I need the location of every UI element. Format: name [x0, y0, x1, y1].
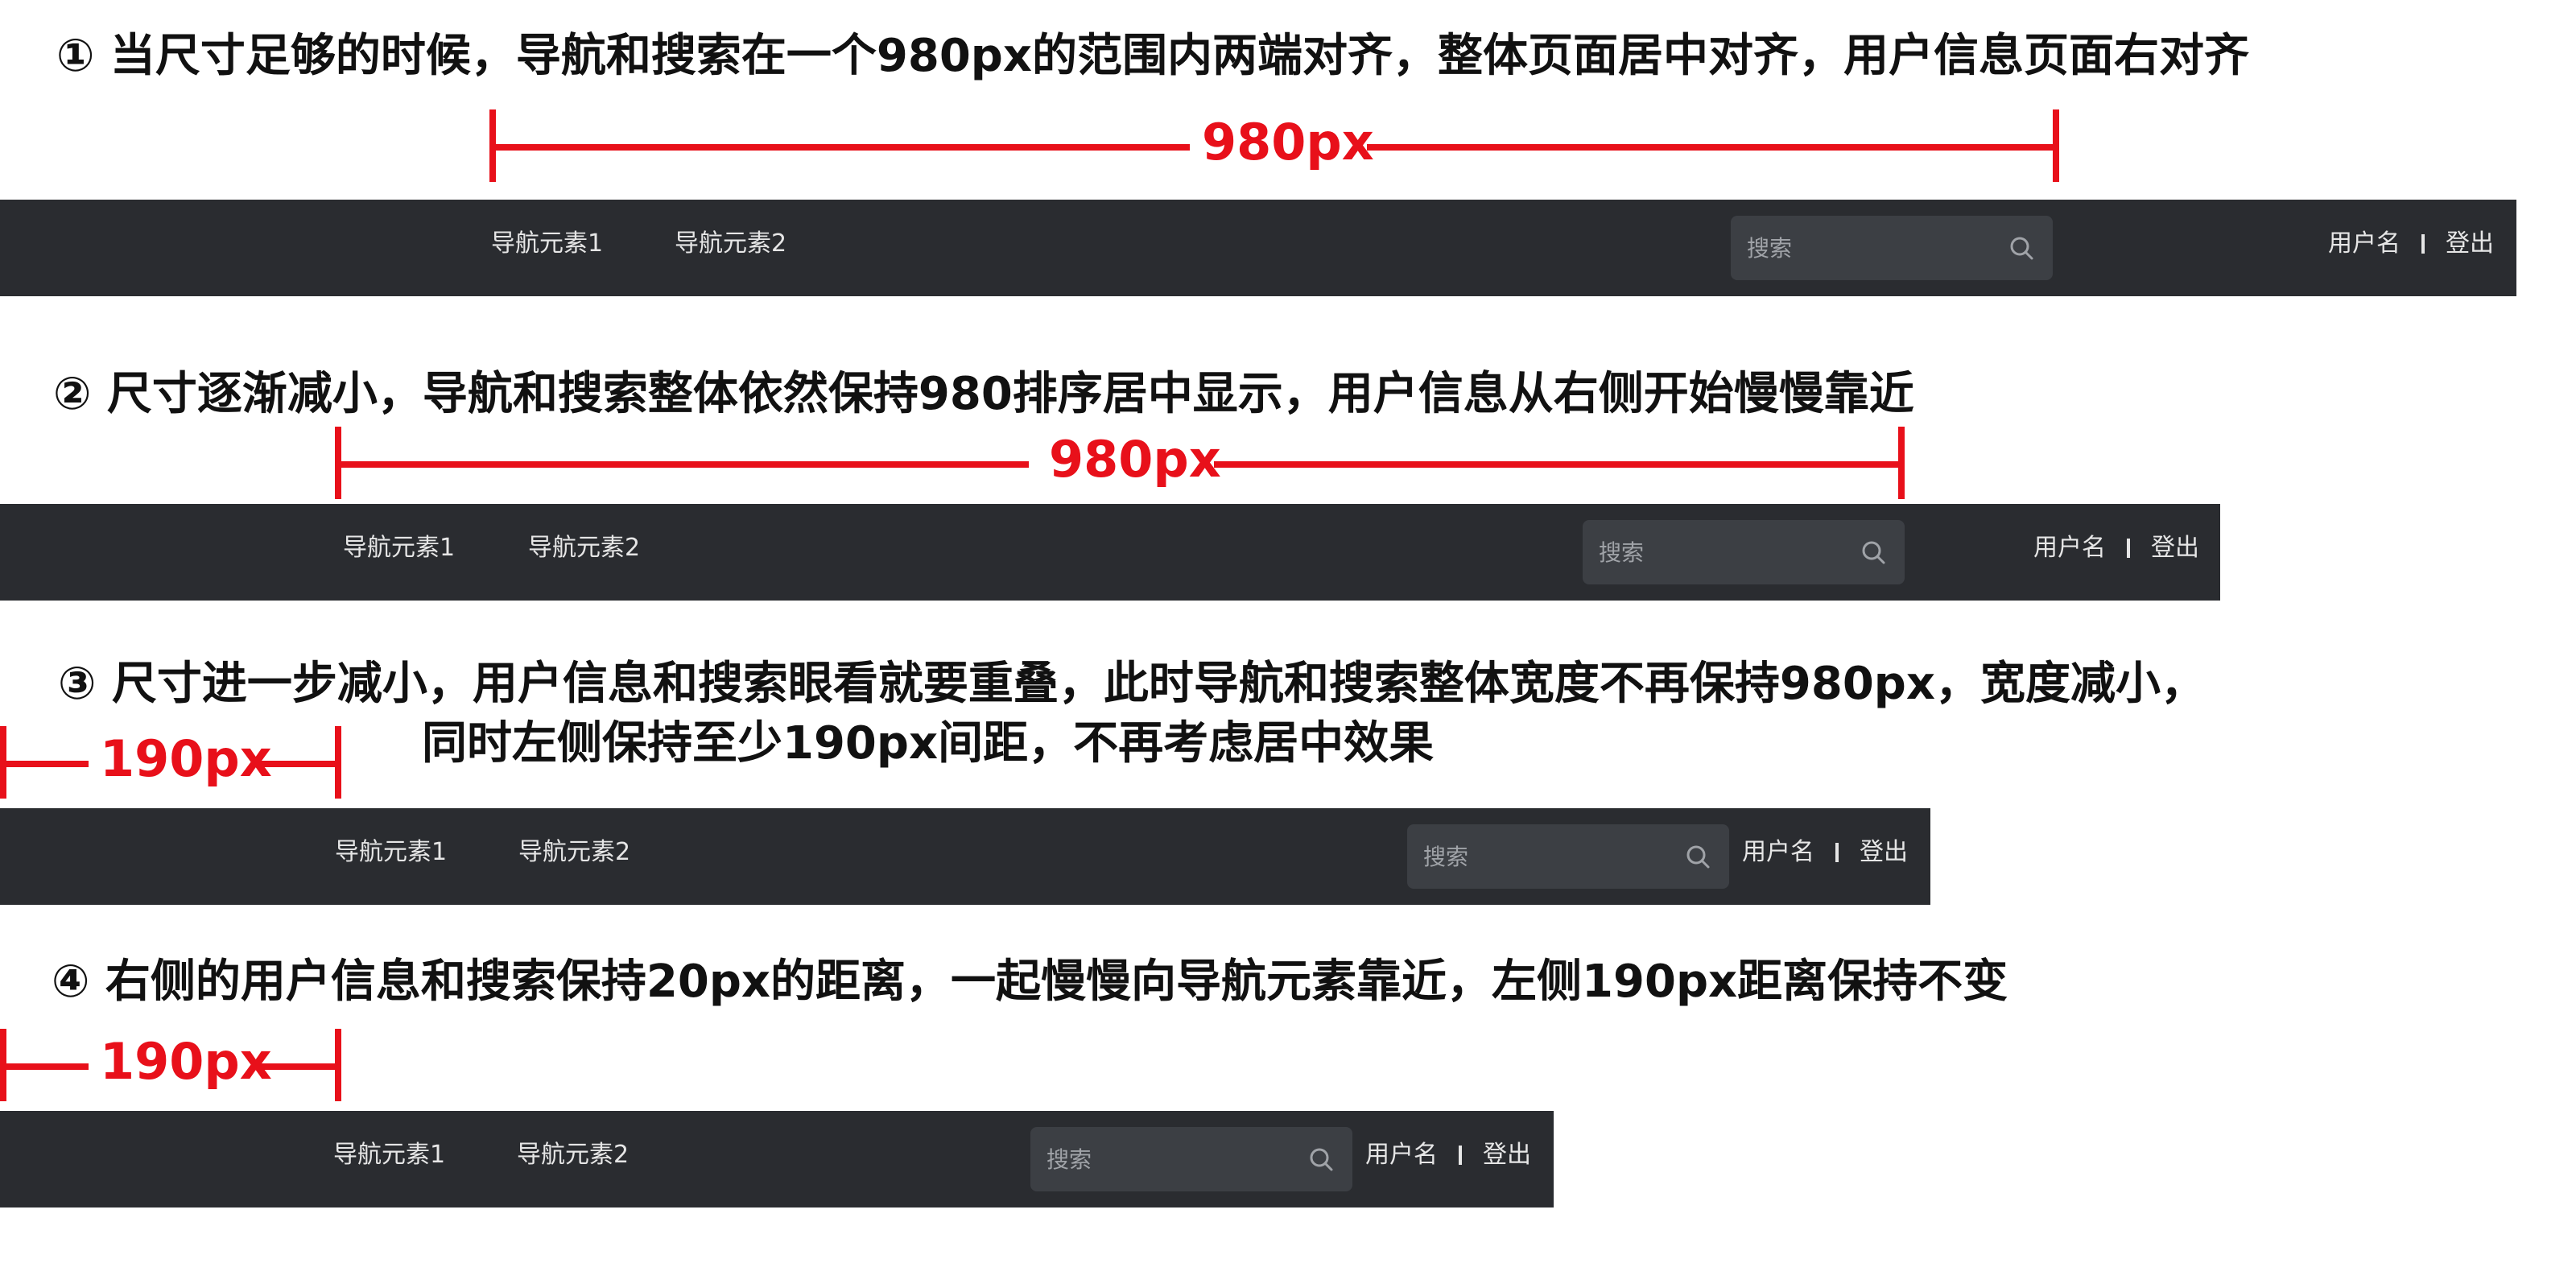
search-input[interactable]	[1423, 840, 1665, 873]
user-info: 用户名 登出	[1742, 840, 1908, 865]
step-3-description-line-1: ③ 尺寸进一步减小，用户信息和搜索眼看就要重叠，此时导航和搜索整体宽度不再保持9…	[58, 658, 2207, 710]
search-icon[interactable]	[1860, 539, 1887, 566]
measure-label: 190px	[100, 1032, 272, 1091]
measure-right-tick	[2053, 109, 2059, 182]
measure-190-step-3: 190px	[0, 726, 341, 799]
measure-label: 980px	[1049, 430, 1221, 489]
navbar-step-3: 导航元素1 导航元素2 用户名 登出	[0, 808, 1930, 905]
username-link[interactable]: 用户名	[1742, 838, 1814, 866]
search-box	[1731, 216, 2053, 280]
step-4-description: ④ 右侧的用户信息和搜索保持20px的距离，一起慢慢向导航元素靠近，左侧190p…	[52, 956, 2008, 1008]
measure-190-step-4: 190px	[0, 1029, 341, 1101]
nav-item-1[interactable]: 导航元素1	[343, 534, 456, 562]
nav-item-2[interactable]: 导航元素2	[517, 1141, 630, 1169]
search-input[interactable]	[1599, 536, 1840, 568]
measure-right-line	[1214, 461, 1905, 468]
measure-left-line	[0, 1063, 89, 1070]
nav-item-1[interactable]: 导航元素1	[333, 1141, 446, 1169]
nav-item-1[interactable]: 导航元素1	[491, 229, 604, 258]
measure-right-tick	[335, 726, 341, 799]
navbar-step-1: 导航元素1 导航元素2 用户名 登出	[0, 200, 2516, 296]
user-divider	[2421, 234, 2425, 254]
search-box	[1407, 824, 1729, 889]
search-icon[interactable]	[1684, 843, 1711, 870]
measure-label: 980px	[1202, 113, 1374, 171]
measure-980-step-1: 980px	[489, 109, 2059, 182]
step-1-description: ① 当尺寸足够的时候，导航和搜索在一个980px的范围内两端对齐，整体页面居中对…	[56, 30, 2250, 82]
username-link[interactable]: 用户名	[2033, 534, 2106, 562]
search-input[interactable]	[1046, 1143, 1288, 1175]
measure-right-tick	[335, 1029, 341, 1101]
user-divider	[1835, 843, 1839, 862]
nav-item-1[interactable]: 导航元素1	[335, 838, 448, 866]
user-divider	[2127, 539, 2130, 558]
logout-link[interactable]: 登出	[1860, 838, 1908, 866]
measure-left-line	[489, 144, 1190, 151]
measure-980-step-2: 980px	[335, 427, 1905, 499]
measure-right-line	[256, 761, 341, 767]
search-box	[1030, 1127, 1352, 1191]
search-icon[interactable]	[2008, 234, 2035, 262]
step-2-description: ② 尺寸逐渐减小，导航和搜索整体依然保持980排序居中显示，用户信息从右侧开始慢…	[53, 368, 1914, 420]
logout-link[interactable]: 登出	[2446, 229, 2494, 258]
user-info: 用户名 登出	[1365, 1143, 1531, 1167]
search-box	[1583, 520, 1905, 584]
user-info: 用户名 登出	[2328, 232, 2494, 256]
navbar-step-2: 导航元素1 导航元素2 用户名 登出	[0, 504, 2220, 601]
nav-item-2[interactable]: 导航元素2	[528, 534, 641, 562]
navbar-step-4: 导航元素1 导航元素2 用户名 登出	[0, 1111, 1554, 1208]
user-info: 用户名 登出	[2033, 536, 2199, 560]
measure-right-tick	[1898, 427, 1905, 499]
nav-item-2[interactable]: 导航元素2	[518, 838, 631, 866]
measure-right-line	[256, 1063, 341, 1070]
username-link[interactable]: 用户名	[1365, 1141, 1438, 1169]
logout-link[interactable]: 登出	[2151, 534, 2199, 562]
search-input[interactable]	[1747, 232, 1988, 264]
logout-link[interactable]: 登出	[1483, 1141, 1531, 1169]
search-icon[interactable]	[1307, 1146, 1335, 1173]
username-link[interactable]: 用户名	[2328, 229, 2401, 258]
nav-item-2[interactable]: 导航元素2	[675, 229, 787, 258]
step-3-description-line-2: 同时左侧保持至少190px间距，不再考虑居中效果	[422, 717, 1435, 770]
measure-label: 190px	[100, 729, 272, 788]
measure-right-line	[1367, 144, 2059, 151]
user-divider	[1459, 1146, 1462, 1165]
measure-left-line	[335, 461, 1029, 468]
measure-left-line	[0, 761, 89, 767]
